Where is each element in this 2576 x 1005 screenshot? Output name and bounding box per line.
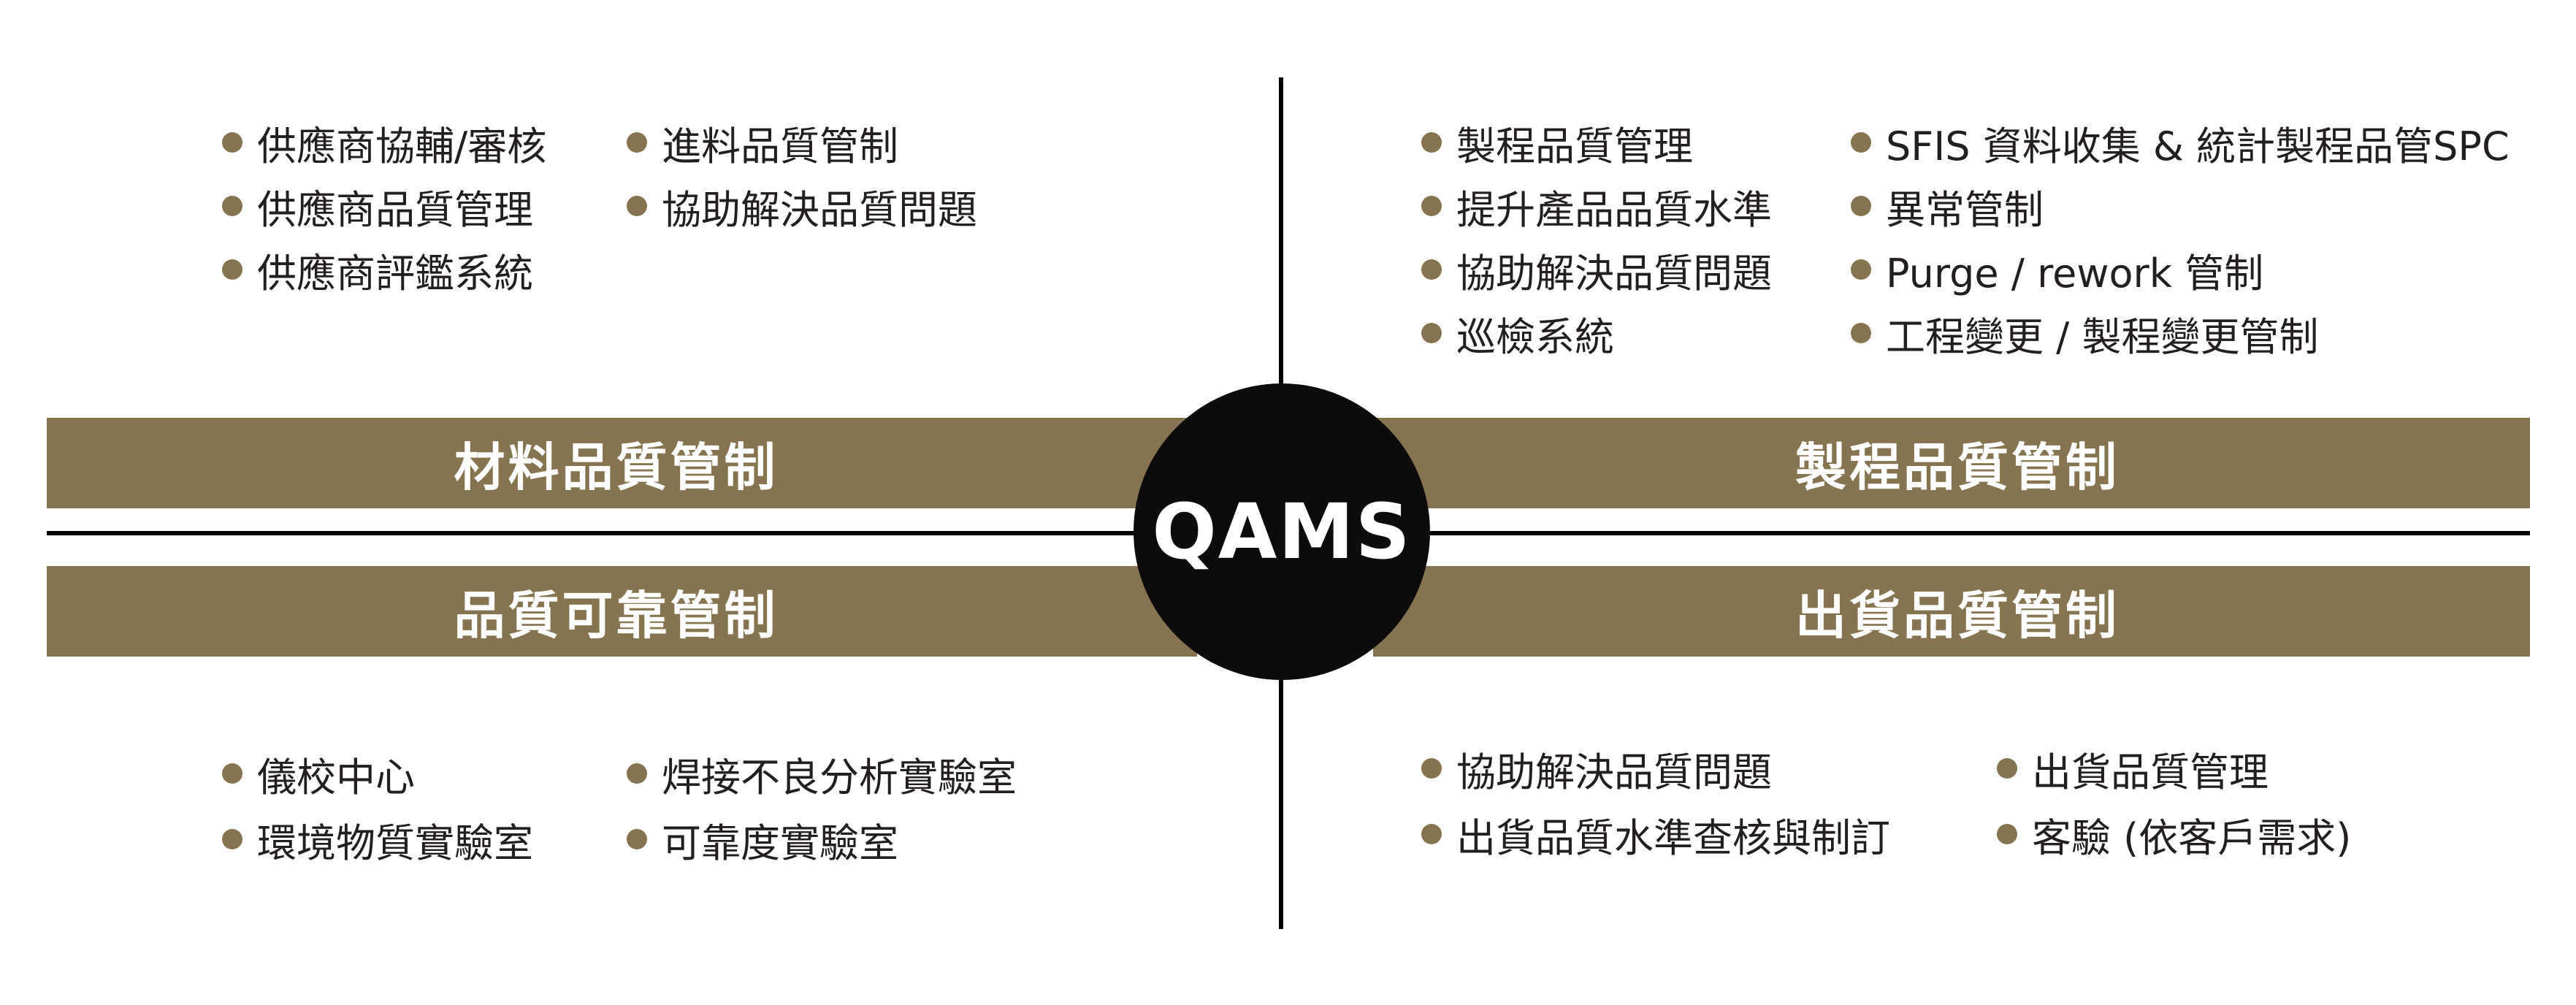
bullet-icon [627, 763, 647, 784]
bullet-icon [1421, 758, 1442, 779]
list-item: 供應商評鑑系統 [222, 244, 533, 297]
bullet-icon [627, 132, 647, 153]
bullet-icon [1851, 259, 1871, 280]
bullet-icon [627, 829, 647, 849]
list-item: 進料品質管制 [627, 117, 898, 169]
horizontal-axis-right [1402, 531, 2530, 535]
bullet-icon [222, 196, 242, 216]
quadrant-title-text: 出貨品質管制 [1795, 585, 2120, 646]
bullet-icon [222, 763, 242, 784]
bullet-icon [1851, 323, 1871, 343]
list-item: 供應商協輔/審核 [222, 117, 546, 169]
quadrant-title-bottom-left: 品質可靠管制 [47, 566, 1197, 657]
quadrant-title-top-left: 材料品質管制 [47, 418, 1197, 508]
list-item: 供應商品質管理 [222, 180, 533, 233]
quadrant-title-text: 材料品質管制 [454, 437, 779, 497]
vertical-axis-top [1279, 77, 1283, 394]
bullet-icon [1997, 758, 2017, 779]
bullet-icon [1421, 196, 1442, 216]
list-item: 巡檢系統 [1421, 307, 1614, 360]
list-item: 出貨品質管理 [1997, 743, 2269, 795]
list-item: 可靠度實驗室 [627, 814, 898, 866]
list-item: 焊接不良分析實驗室 [627, 748, 1017, 800]
bullet-icon [1421, 323, 1442, 343]
quadrant-title-text: 品質可靠管制 [454, 585, 779, 646]
bullet-icon [222, 829, 242, 849]
bullet-icon [222, 259, 242, 280]
bullet-icon [1421, 824, 1442, 844]
list-item: 儀校中心 [222, 748, 415, 800]
list-item: 提升產品品質水準 [1421, 180, 1772, 233]
list-item: 製程品質管理 [1421, 117, 1693, 169]
list-item: 出貨品質水準查核與制訂 [1421, 809, 1890, 861]
list-item: 工程變更 / 製程變更管制 [1851, 307, 2319, 360]
list-item: 協助解決品質問題 [1421, 743, 1772, 795]
list-item: 環境物質實驗室 [222, 814, 533, 866]
bullet-icon [222, 132, 242, 153]
bullet-icon [1997, 824, 2017, 844]
bullet-icon [1851, 196, 1871, 216]
quadrant-title-bottom-right: 出貨品質管制 [1373, 566, 2530, 657]
bullet-icon [1851, 132, 1871, 153]
list-item: 協助解決品質問題 [627, 180, 977, 233]
list-item: 異常管制 [1851, 180, 2044, 233]
list-item: 客驗 (依客戶需求) [1997, 809, 2351, 861]
list-item: Purge / rework 管制 [1851, 244, 2263, 297]
quadrant-title-top-right: 製程品質管制 [1373, 418, 2530, 508]
bullet-icon [1421, 132, 1442, 153]
quadrant-title-text: 製程品質管制 [1795, 437, 2120, 497]
list-item: SFIS 資料收集 & 統計製程品管SPC [1851, 117, 2510, 169]
bullet-icon [627, 196, 647, 216]
center-hub-label: QAMS [1152, 487, 1412, 576]
center-hub: QAMS [1134, 383, 1430, 680]
vertical-axis-bottom [1279, 643, 1283, 929]
horizontal-axis-left [47, 531, 1157, 535]
bullet-icon [1421, 259, 1442, 280]
list-item: 協助解決品質問題 [1421, 244, 1772, 297]
